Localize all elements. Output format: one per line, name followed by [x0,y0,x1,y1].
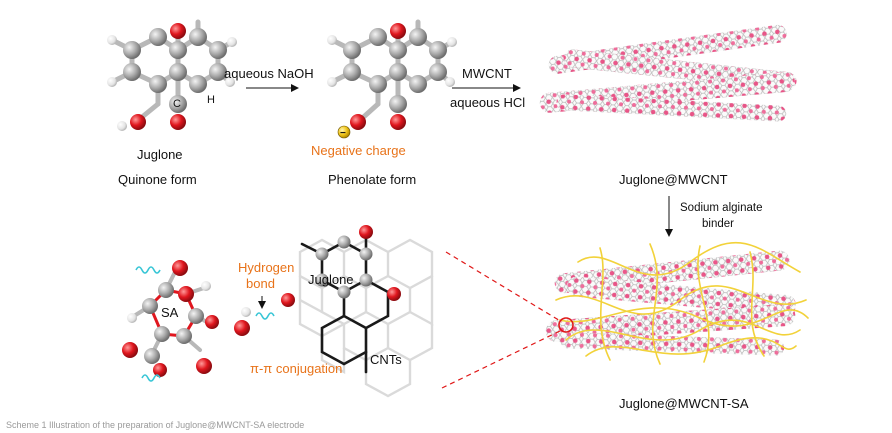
label-phenolate-form: Phenolate form [328,172,417,187]
label-negative-charge: Negative charge [311,143,406,158]
figure-caption: Scheme 1 Illustration of the preparation… [6,420,305,430]
juglone-mwcnt-sa-bundle [545,242,809,365]
label-juglone-inset: Juglone [308,272,354,287]
alginate-binder-fibers [555,242,809,365]
label-cnts: CNTs [370,352,402,367]
zoom-line-bottom [441,329,563,389]
arrow-label-binder: binder [702,218,734,230]
atom-c-label: C [173,98,181,110]
label-sa: SA [161,305,179,320]
juglone-inset-molecule [281,225,401,374]
juglone-quinone-molecule: C H [107,19,237,131]
label-juglone: Juglone [137,147,183,162]
juglone-phenolate-molecule: − [327,19,457,139]
arrow-label-mwcnt: MWCNT [462,66,512,81]
negative-charge-icon [337,125,351,139]
arrow-label-hcl: aqueous HCl [450,95,526,110]
helix-chain-icons [135,266,275,382]
zoom-line-top [445,251,563,323]
cnt-lattice [298,238,434,398]
arrow-label-naoh: aqueous NaOH [224,66,314,81]
juglone-mwcnt-bundle [539,24,797,122]
label-juglone-mwcnt-sa: Juglone@MWCNT-SA [619,396,749,411]
sa-molecule [122,260,251,377]
label-quinone-form: Quinone form [118,172,197,187]
label-hydrogen: Hydrogen [238,260,295,275]
arrow-label-sodium-alginate: Sodium alginate [680,202,763,214]
label-juglone-mwcnt: Juglone@MWCNT [619,172,728,187]
negative-charge-sign: − [340,128,346,139]
label-bond: bond [246,276,275,291]
atom-h-label: H [207,94,215,106]
label-pi-pi-conjugation: π-π conjugation [250,361,343,376]
zoom-highlight-circle [558,317,574,333]
